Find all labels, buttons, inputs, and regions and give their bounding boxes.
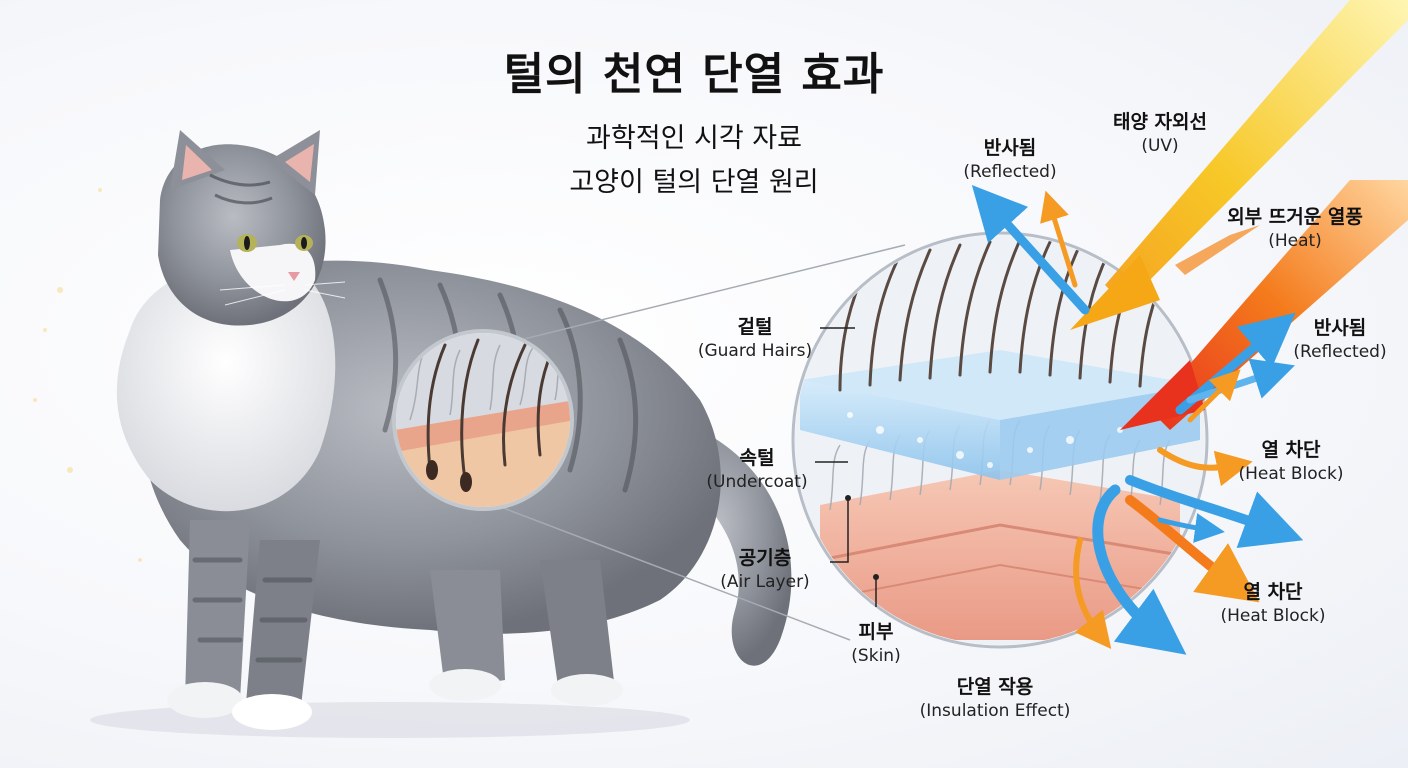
label-reflected-top: 반사됨 (Reflected) — [950, 136, 1070, 184]
zoom-connector-lines — [497, 244, 906, 641]
subtitle-1: 과학적인 시각 자료 — [586, 123, 802, 154]
label-guard-hairs-ko: 겉털 — [737, 316, 773, 338]
label-uv-en: (UV) — [1141, 136, 1179, 156]
label-heat-block-1: 열 차단 (Heat Block) — [1226, 438, 1356, 486]
label-undercoat: 속털 (Undercoat) — [692, 446, 822, 494]
label-guard-hairs: 겉털 (Guard Hairs) — [690, 315, 820, 363]
label-skin-en: (Skin) — [851, 646, 901, 666]
label-air-layer-en: (Air Layer) — [720, 572, 810, 592]
subtitle-2: 고양이 털의 단열 원리 — [569, 167, 819, 198]
label-undercoat-en: (Undercoat) — [706, 472, 808, 492]
label-reflected-right: 반사됨 (Reflected) — [1280, 316, 1400, 364]
label-heat-block-1-en: (Heat Block) — [1238, 464, 1344, 484]
label-air-layer-ko: 공기층 — [738, 547, 792, 569]
label-skin: 피부 (Skin) — [826, 620, 926, 668]
label-guard-hairs-en: (Guard Hairs) — [697, 341, 813, 361]
label-insulation-en: (Insulation Effect) — [919, 701, 1071, 721]
label-heat-block-2: 열 차단 (Heat Block) — [1208, 580, 1338, 628]
reflected-arrows — [971, 184, 1304, 655]
label-reflected-top-en: (Reflected) — [963, 162, 1057, 182]
label-reflected-top-ko: 반사됨 — [983, 137, 1037, 159]
small-zoom-circle — [392, 329, 574, 511]
label-air-layer: 공기층 (Air Layer) — [705, 546, 825, 594]
label-heat-en: (Heat) — [1268, 231, 1322, 251]
page-title: 털의 천연 단열 효과 — [503, 49, 885, 100]
label-undercoat-ko: 속털 — [739, 447, 775, 469]
label-skin-ko: 피부 — [858, 621, 894, 643]
label-heat-block-2-ko: 열 차단 — [1243, 581, 1303, 603]
label-heat-block-1-ko: 열 차단 — [1261, 439, 1321, 461]
uv-arrow — [1070, 0, 1408, 330]
label-insulation: 단열 작용 (Insulation Effect) — [900, 675, 1090, 723]
label-uv-ko: 태양 자외선 — [1112, 111, 1207, 133]
label-reflected-right-ko: 반사됨 — [1313, 317, 1367, 339]
label-heat-ko: 외부 뜨거운 열풍 — [1227, 206, 1363, 228]
label-heat: 외부 뜨거운 열풍 (Heat) — [1200, 205, 1390, 253]
label-leader-lines — [815, 327, 877, 607]
label-reflected-right-en: (Reflected) — [1293, 342, 1387, 362]
label-insulation-ko: 단열 작용 — [956, 676, 1034, 698]
label-heat-block-2-en: (Heat Block) — [1220, 606, 1326, 626]
label-uv: 태양 자외선 (UV) — [1085, 110, 1235, 158]
background-sparkles — [33, 188, 142, 562]
